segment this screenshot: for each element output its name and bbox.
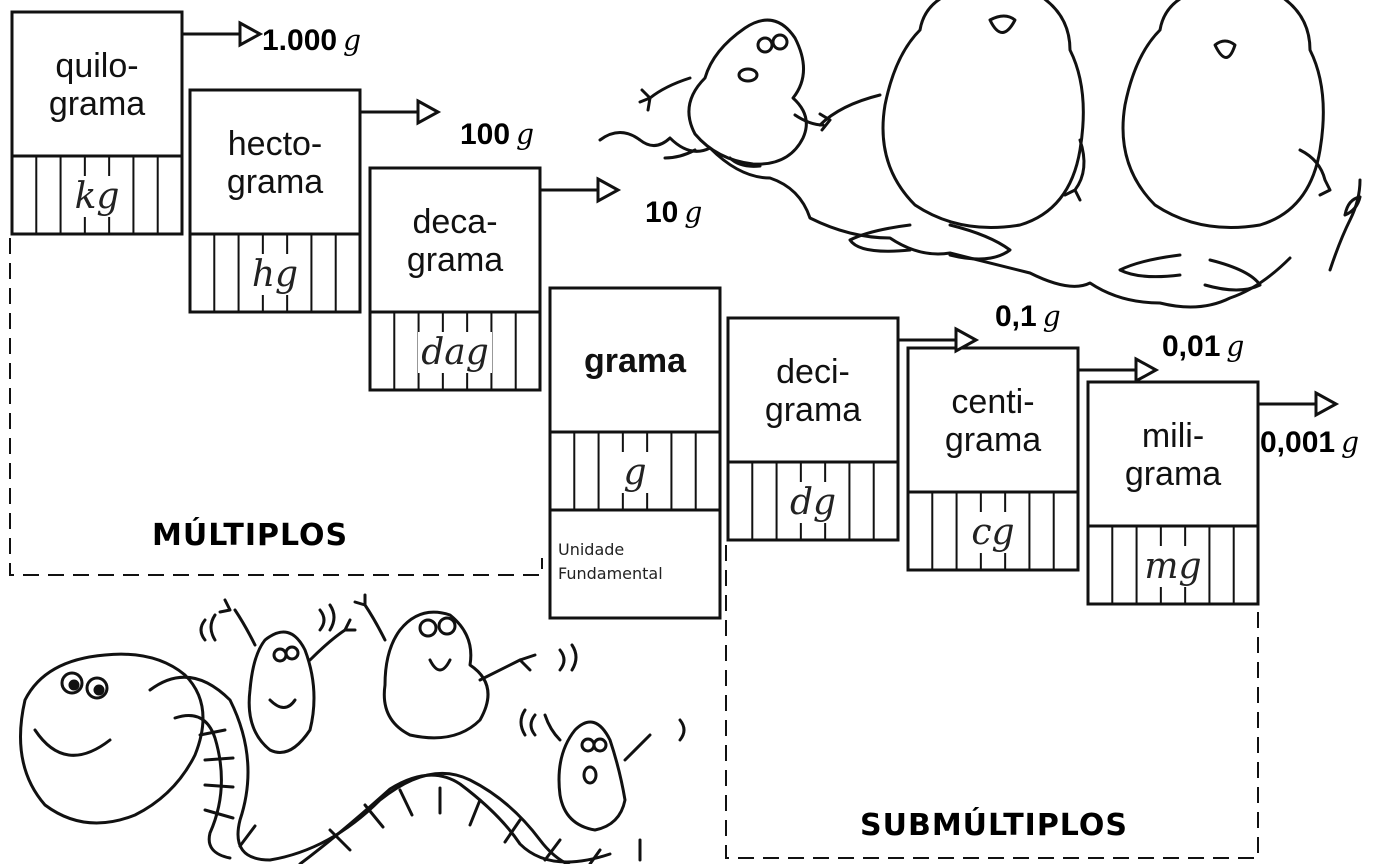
unit-name-dg: deci-grama: [728, 320, 898, 462]
arrow-cg: [1078, 359, 1156, 381]
submultiples-label: SUBMÚLTIPLOS: [860, 808, 1128, 843]
unit-symbol-dag: dag: [370, 314, 540, 390]
unit-symbol-dg: dg: [728, 464, 898, 540]
arrow-mg: [1258, 393, 1336, 415]
cartoon-characters-holding-hands: [600, 0, 1360, 307]
unit-symbol-hg: hg: [190, 236, 360, 312]
rider-3: [559, 722, 625, 830]
unit-name-g: grama: [550, 290, 720, 432]
unit-name-hg: hecto-grama: [190, 92, 360, 234]
multiples-label: MÚLTIPLOS: [152, 518, 348, 553]
arrow-dag: [540, 179, 618, 201]
small-character: [689, 20, 806, 164]
unit-name-cg: centi-grama: [908, 350, 1078, 492]
unit-symbol-mg: mg: [1088, 528, 1258, 604]
unit-name-dag: deca-grama: [370, 170, 540, 312]
unit-name-mg: mili-grama: [1088, 384, 1258, 526]
unit-name-kg: quilo-grama: [12, 14, 182, 156]
unit-symbol-cg: cg: [908, 494, 1078, 570]
unit-symbol-kg: kg: [12, 158, 182, 234]
cartoon-snake-slide-with-characters: [21, 595, 685, 864]
arrow-kg: [182, 23, 260, 45]
unit-symbol-g: g: [550, 434, 720, 510]
big-character-2: [1123, 0, 1323, 228]
big-character-1: [883, 0, 1083, 228]
arrow-hg: [360, 101, 438, 123]
